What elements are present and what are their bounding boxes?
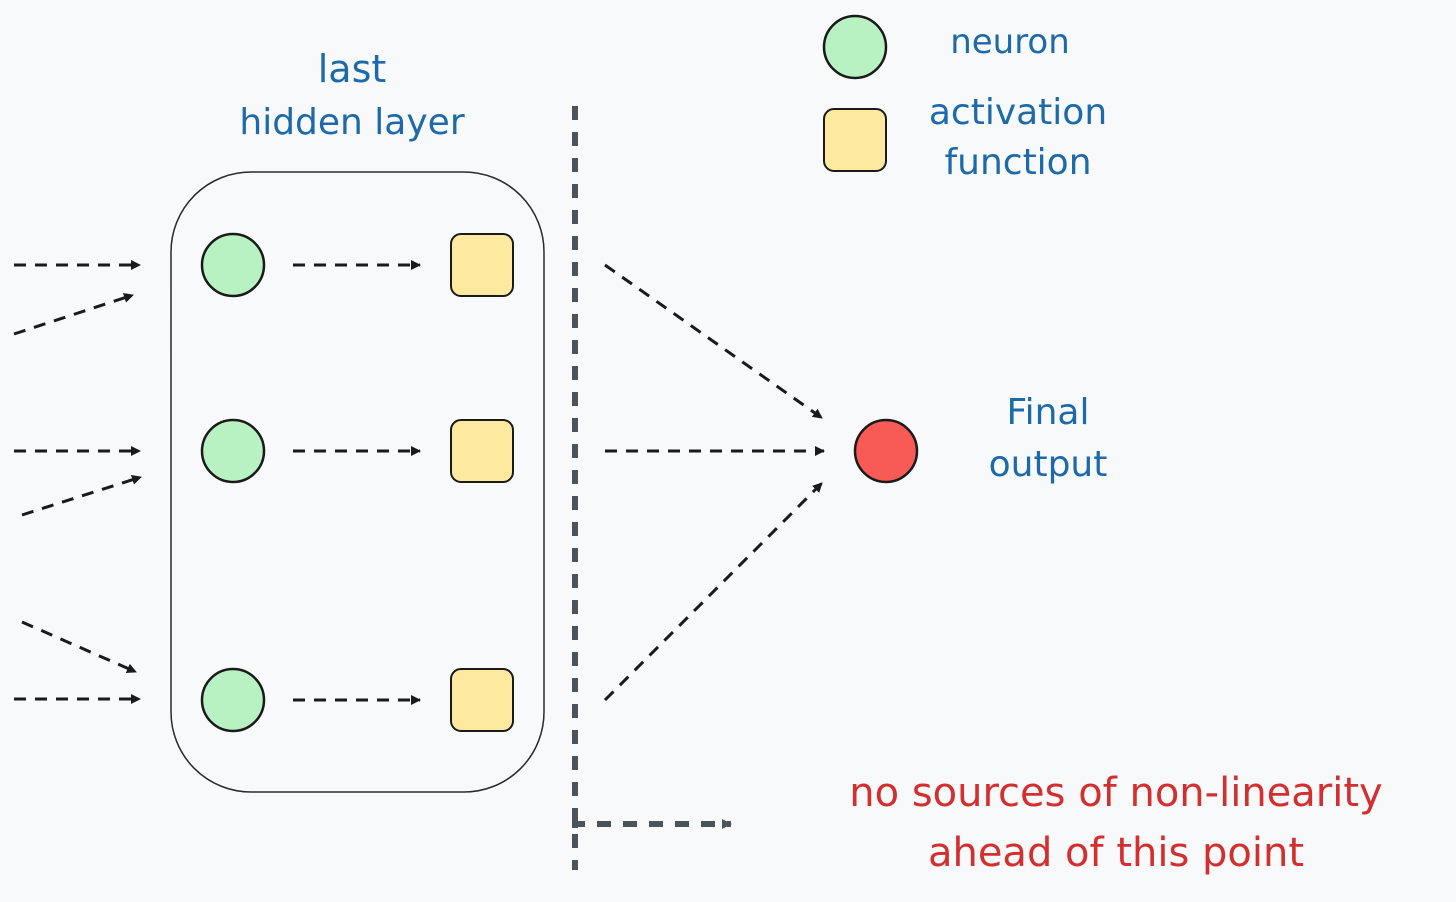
- final-output-label-line2: output: [989, 444, 1108, 485]
- note-arrow: [572, 819, 732, 829]
- incoming-arrows: [13, 260, 142, 704]
- activation-1: [450, 233, 514, 297]
- neuron-activation-arrows: [293, 260, 421, 705]
- neuron-1: [200, 232, 266, 298]
- neuron-3: [200, 667, 266, 733]
- activation-2: [450, 419, 514, 483]
- incoming-arrow: [21, 474, 142, 517]
- legend-activation-label-line1: activation: [929, 92, 1107, 133]
- final-output-label-line1: Final: [1007, 392, 1090, 433]
- to-output-arrow: [603, 481, 824, 702]
- neuron-2: [200, 418, 266, 484]
- note-line1: no sources of non-linearity: [849, 770, 1382, 816]
- output-arrows: [603, 263, 825, 702]
- note-line2: ahead of this point: [928, 830, 1304, 876]
- layer-label-line1: last: [318, 47, 387, 91]
- legend-activation-icon: [823, 108, 887, 172]
- layer-label-line2: hidden layer: [239, 102, 464, 143]
- hidden-layer-box: [170, 171, 545, 793]
- to-output-arrow: [604, 263, 823, 420]
- activation-3: [450, 668, 514, 732]
- incoming-arrow: [21, 620, 137, 674]
- final-output-node: [853, 418, 919, 484]
- legend-activation-label-line2: function: [944, 142, 1091, 183]
- legend-neuron-icon: [822, 14, 888, 80]
- incoming-arrow: [13, 293, 134, 336]
- legend-neuron-label: neuron: [950, 22, 1070, 62]
